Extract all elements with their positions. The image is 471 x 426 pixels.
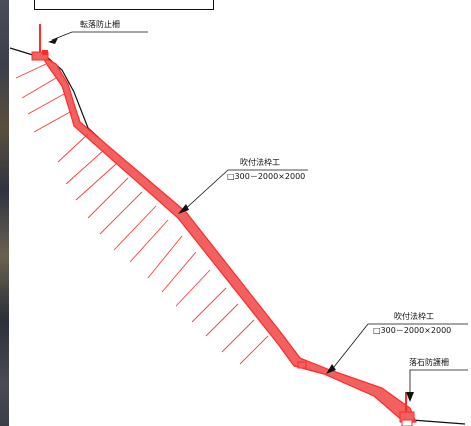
label-frame-low-title: 吹付法枠工 <box>394 312 434 321</box>
label-fence-bottom: 落石防護柵 <box>409 358 449 367</box>
ground-line <box>9 47 466 425</box>
background-photo-strip <box>0 0 9 426</box>
bottom-fence <box>399 392 415 426</box>
legend-box <box>34 0 214 10</box>
label-fence-top: 転落防止柵 <box>80 20 120 29</box>
anchor-bars-lower <box>57 133 269 365</box>
label-frame-low-spec: □300－2000×2000 <box>373 326 452 335</box>
anchor-bars-upper <box>15 63 71 133</box>
label-frame-mid-title: 吹付法枠工 <box>240 158 280 167</box>
leader-lines <box>51 31 468 398</box>
label-frame-mid-spec: □300－2000×2000 <box>227 172 306 181</box>
toe-block <box>297 361 307 369</box>
top-fence <box>31 24 49 61</box>
leader-arrows <box>48 38 414 402</box>
slope-frame-band <box>40 54 417 423</box>
